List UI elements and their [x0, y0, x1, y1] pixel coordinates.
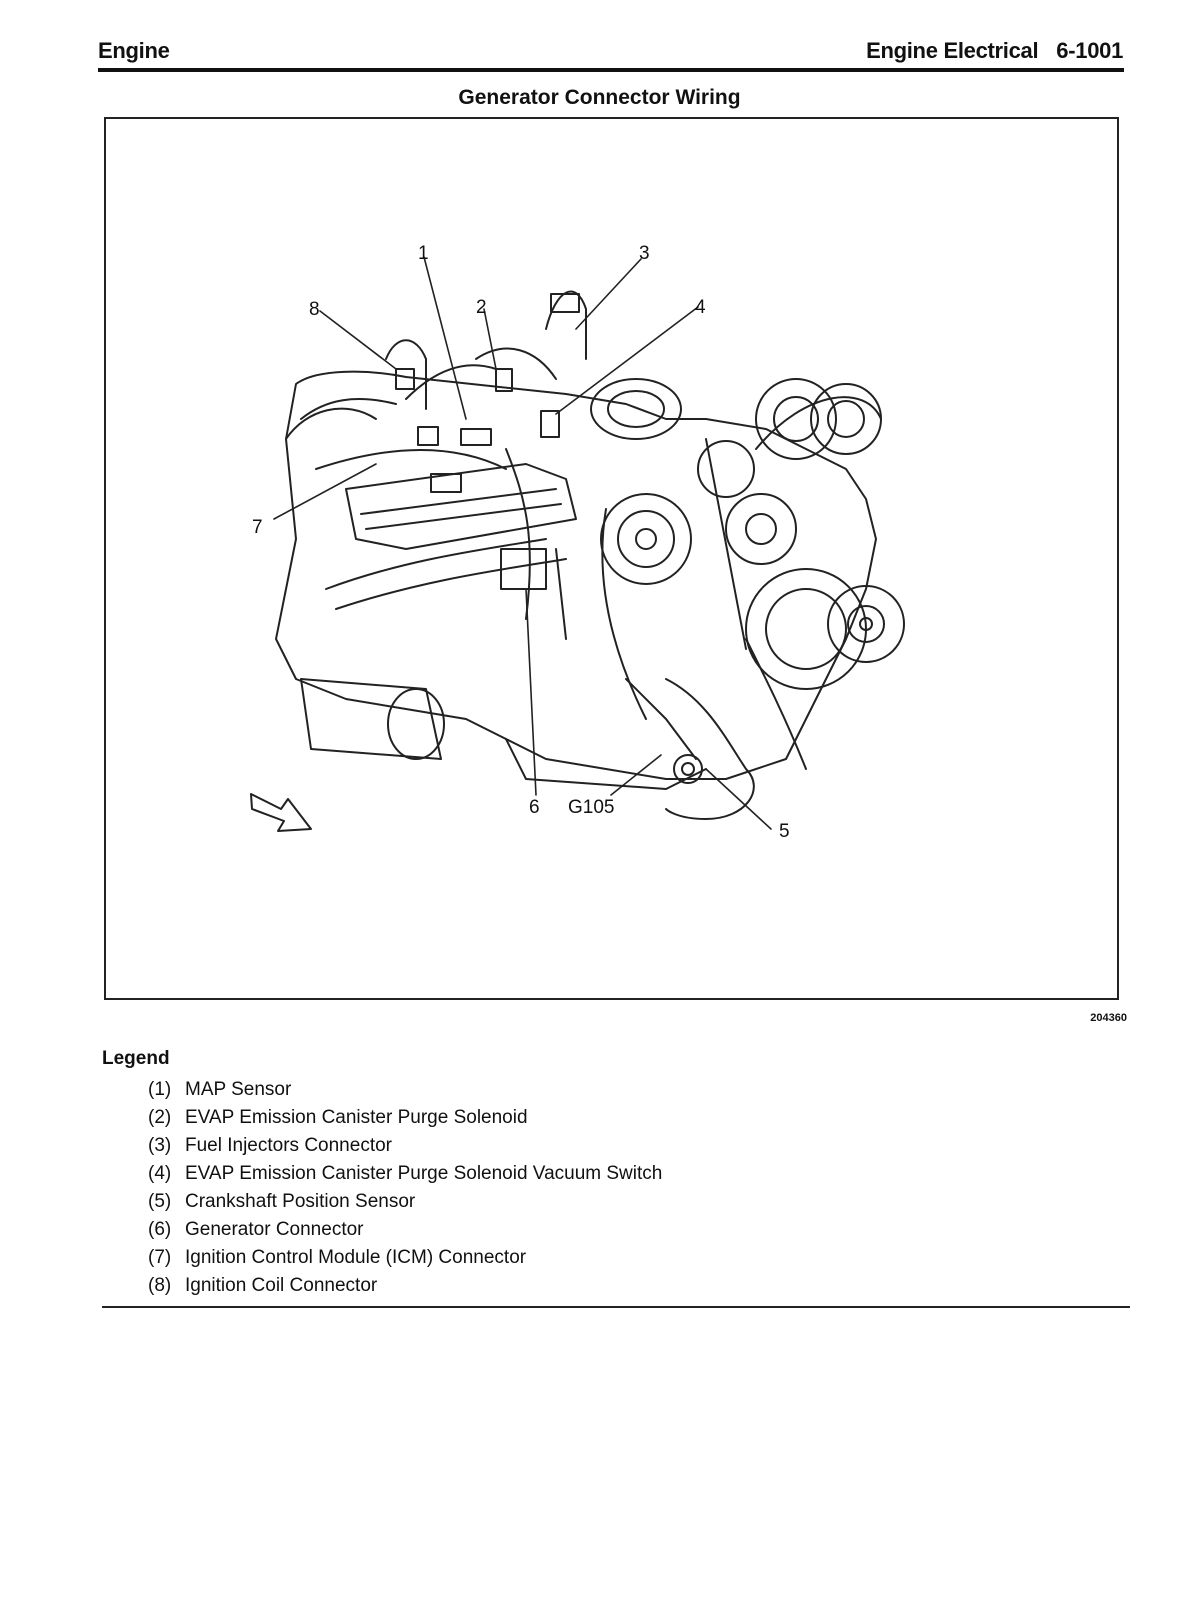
- legend-item: (8) Ignition Coil Connector: [148, 1272, 662, 1300]
- legend-item-text: Fuel Injectors Connector: [185, 1135, 392, 1156]
- callout-1: 1: [418, 243, 429, 264]
- page-number: 6-1001: [1056, 38, 1123, 63]
- legend-item-number: (6): [148, 1219, 172, 1240]
- figure-number: 204360: [1090, 1012, 1127, 1024]
- legend-list: (1) MAP Sensor (2) EVAP Emission Canister …: [148, 1076, 662, 1300]
- legend-item-number: (3): [148, 1135, 172, 1156]
- legend-item-number: (2): [148, 1107, 172, 1128]
- legend-item-text: Ignition Control Module (ICM) Connector: [185, 1247, 527, 1268]
- legend-item: (3) Fuel Injectors Connector: [148, 1132, 662, 1160]
- figure-title: Generator Connector Wiring: [458, 86, 741, 109]
- callout-5: 5: [779, 821, 790, 842]
- legend-item: (7) Ignition Control Module (ICM) Connect…: [148, 1244, 662, 1272]
- callout-2: 2: [476, 297, 487, 318]
- figure-frame: 1 2 3 4 5 6 7 8 G105: [104, 117, 1119, 1000]
- legend-item-number: (1): [148, 1079, 172, 1100]
- legend-item-text: EVAP Emission Canister Purge Solenoid Va…: [185, 1163, 663, 1184]
- legend-item-number: (4): [148, 1163, 172, 1184]
- legend-item-text: MAP Sensor: [185, 1079, 292, 1100]
- legend-item: (4) EVAP Emission Canister Purge Solenoid…: [148, 1160, 662, 1188]
- ground-label-g105: G105: [568, 797, 614, 818]
- legend-item-text: EVAP Emission Canister Purge Solenoid: [185, 1107, 528, 1128]
- engine-illustration: 1 2 3 4 5 6 7 8 G105: [250, 243, 905, 842]
- callout-4: 4: [695, 297, 706, 318]
- legend-title: Legend: [102, 1048, 170, 1069]
- legend-item-number: (5): [148, 1191, 172, 1212]
- callout-6: 6: [529, 797, 540, 818]
- page-header-left: Engine: [98, 38, 170, 63]
- legend-item-text: Ignition Coil Connector: [185, 1275, 378, 1296]
- legend-item: (1) MAP Sensor: [148, 1076, 662, 1104]
- legend-item-text: Crankshaft Position Sensor: [185, 1191, 416, 1212]
- legend-item-number: (8): [148, 1275, 172, 1296]
- callout-3: 3: [639, 243, 650, 264]
- legend-item-number: (7): [148, 1247, 172, 1268]
- legend-item: (5) Crankshaft Position Sensor: [148, 1188, 662, 1216]
- page-header-right: Engine Electrical 6-1001: [866, 38, 1123, 64]
- footer-rule: [102, 1306, 1130, 1308]
- header-rule: [98, 68, 1124, 72]
- legend-item-text: Generator Connector: [185, 1219, 364, 1240]
- callout-8: 8: [309, 299, 320, 320]
- section-title: Engine Electrical: [866, 38, 1039, 63]
- callout-7: 7: [252, 517, 263, 538]
- legend-item: (2) EVAP Emission Canister Purge Solenoid: [148, 1104, 662, 1132]
- legend-item: (6) Generator Connector: [148, 1216, 662, 1244]
